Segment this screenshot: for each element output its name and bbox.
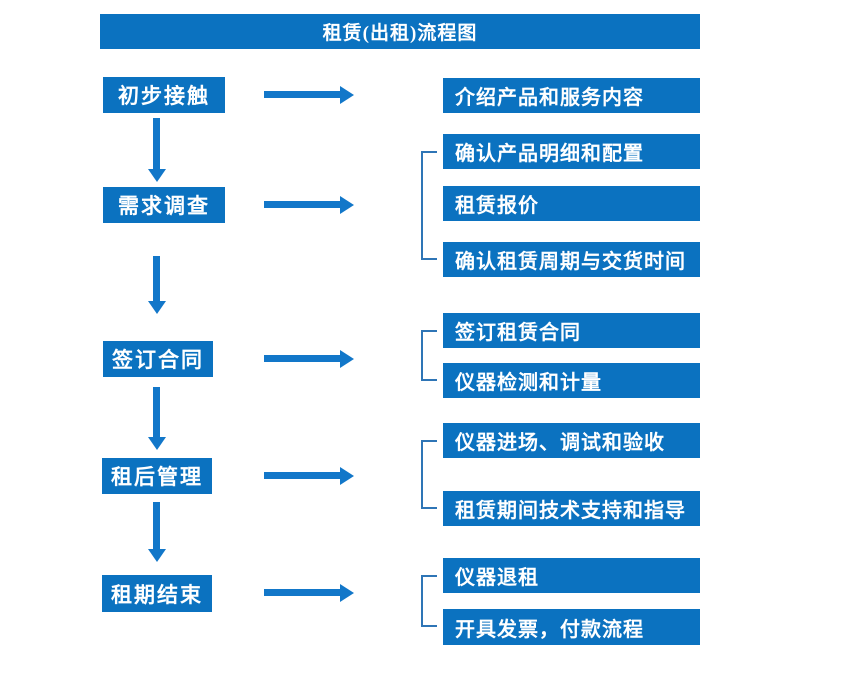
step-box-sign-contract: 签订合同 bbox=[103, 341, 213, 377]
arrow-down-3-head bbox=[148, 437, 166, 450]
arrow-down-4 bbox=[148, 502, 166, 562]
output-box-invoice-payment-process: 开具发票，付款流程 bbox=[443, 609, 700, 645]
arrow-down-1-shaft bbox=[153, 118, 160, 170]
arrow-down-1 bbox=[148, 118, 166, 182]
output-box-instrument-entry-debug-acceptance: 仪器进场、调试和验收 bbox=[443, 423, 700, 458]
output-box-confirm-rental-period-delivery: 确认租赁周期与交货时间 bbox=[443, 242, 700, 277]
diagram-title: 租赁(出租)流程图 bbox=[100, 14, 700, 49]
bracket-group-demand-survey bbox=[421, 151, 437, 260]
output-box-instrument-testing-metering: 仪器检测和计量 bbox=[443, 363, 700, 398]
arrow-right-3-shaft bbox=[264, 355, 341, 362]
arrow-right-5-head bbox=[340, 584, 354, 602]
step-box-post-rental-management: 租后管理 bbox=[102, 458, 212, 494]
arrow-down-4-shaft bbox=[153, 502, 160, 550]
output-box-sign-rental-contract: 签订租赁合同 bbox=[443, 313, 700, 348]
step-box-initial-contact: 初步接触 bbox=[103, 77, 225, 113]
arrow-down-1-head bbox=[148, 169, 166, 182]
arrow-down-3 bbox=[148, 387, 166, 450]
arrow-right-3 bbox=[264, 350, 354, 368]
arrow-down-3-shaft bbox=[153, 387, 160, 438]
arrow-right-5-shaft bbox=[264, 589, 341, 596]
step-box-demand-survey: 需求调查 bbox=[103, 187, 225, 223]
bracket-group-post-rental bbox=[421, 440, 437, 509]
arrow-down-2-head bbox=[148, 301, 166, 314]
arrow-right-3-head bbox=[340, 350, 354, 368]
arrow-right-2-shaft bbox=[264, 201, 341, 208]
arrow-right-4-head bbox=[340, 467, 354, 485]
arrow-right-2 bbox=[264, 196, 354, 214]
arrow-down-4-head bbox=[148, 549, 166, 562]
arrow-down-2-shaft bbox=[153, 256, 160, 302]
arrow-right-1-head bbox=[340, 86, 354, 104]
output-box-introduce-products-services: 介绍产品和服务内容 bbox=[443, 78, 700, 113]
arrow-right-1 bbox=[264, 86, 354, 104]
arrow-right-4-shaft bbox=[264, 472, 341, 479]
bracket-group-period-end bbox=[421, 575, 437, 627]
output-box-instrument-return: 仪器退租 bbox=[443, 558, 700, 593]
bracket-group-sign-contract bbox=[421, 330, 437, 381]
output-box-confirm-product-details: 确认产品明细和配置 bbox=[443, 134, 700, 169]
step-box-rental-period-end: 租期结束 bbox=[102, 575, 212, 612]
arrow-down-2 bbox=[148, 256, 166, 314]
output-box-rental-quotation: 租赁报价 bbox=[443, 186, 700, 221]
arrow-right-4 bbox=[264, 467, 354, 485]
arrow-right-1-shaft bbox=[264, 91, 341, 98]
arrow-right-2-head bbox=[340, 196, 354, 214]
arrow-right-5 bbox=[264, 584, 354, 602]
output-box-tech-support-guidance: 租赁期间技术支持和指导 bbox=[443, 491, 700, 526]
